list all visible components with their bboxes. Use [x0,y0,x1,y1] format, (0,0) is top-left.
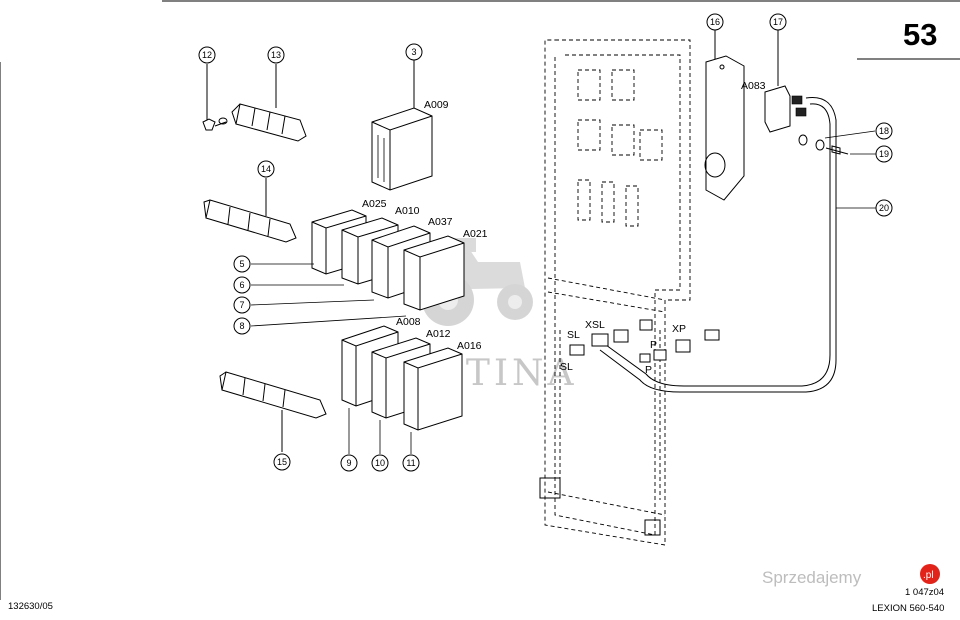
callout-3: 3 [405,43,423,61]
callout-9: 9 [340,454,358,472]
bracket-14 [203,178,297,243]
callout-13: 13 [267,46,285,64]
svg-text:3: 3 [411,47,416,57]
label-xp: XP [672,323,686,335]
label-sl-bottom: SL [560,361,573,373]
drawing-code: 132630/05 [8,601,53,612]
svg-text:15: 15 [277,457,287,467]
module-a021 [403,235,465,311]
label-sl-top: SL [567,329,580,341]
leader-lines [250,263,412,454]
label-xsl: XSL [585,319,605,331]
callout-5: 5 [233,255,251,273]
bracket-15 [219,371,327,452]
module-a009 [371,60,433,191]
callout-19: 19 [875,145,893,163]
callout-17: 17 [769,13,787,31]
svg-text:5: 5 [239,259,244,269]
svg-text:20: 20 [879,203,889,213]
site-badge: Sprzedajemy .pl [762,564,940,587]
svg-text:7: 7 [239,300,244,310]
module-a016 [403,347,463,431]
svg-text:14: 14 [261,164,271,174]
label-a008: A008 [396,316,421,328]
svg-text:18: 18 [879,126,889,136]
site-badge-text: Sprzedajemy [762,568,862,587]
model-name: LEXION 560-540 [872,603,944,614]
callout-18: 18 [875,122,893,140]
svg-text:17: 17 [773,17,783,27]
label-a083: A083 [741,80,766,92]
page-number: 53 [903,17,937,52]
mounting-frame [539,39,691,546]
bolt-12 [202,64,228,131]
callout-7: 7 [233,296,251,314]
callout-14: 14 [257,160,275,178]
connectors [569,319,720,363]
figure-code: 1 047z04 [905,587,944,598]
label-a037: A037 [428,216,453,228]
label-p-top: P [650,339,657,351]
callout-15: 15 [273,453,291,471]
callout-8: 8 [233,317,251,335]
frame-lines [0,0,960,600]
label-a016: A016 [457,340,482,352]
label-a009: A009 [424,99,449,111]
svg-text:16: 16 [710,17,720,27]
svg-text:13: 13 [271,50,281,60]
callout-10: 10 [371,454,389,472]
site-badge-tld: .pl [923,570,934,581]
label-a012: A012 [426,328,451,340]
bracket-16 [704,30,745,201]
callout-11: 11 [402,454,420,472]
site-badge-dot-icon [920,564,940,584]
callout-12: 12 [198,46,216,64]
label-a021: A021 [463,228,488,240]
svg-text:11: 11 [406,458,415,468]
svg-text:6: 6 [239,280,244,290]
svg-text:12: 12 [202,50,212,60]
label-a025: A025 [362,198,387,210]
svg-text:19: 19 [879,149,889,159]
callout-16: 16 [706,13,724,31]
relay-17 [764,30,807,133]
callout-20: 20 [875,199,893,217]
svg-text:9: 9 [346,458,351,468]
label-p-bottom: P [645,364,652,376]
label-a010: A010 [395,205,420,217]
svg-text:10: 10 [375,458,385,468]
fasteners-18-19 [798,130,876,155]
callout-6: 6 [233,276,251,294]
bracket-13 [231,64,307,142]
cable-20 [599,96,876,393]
svg-text:8: 8 [239,321,244,331]
